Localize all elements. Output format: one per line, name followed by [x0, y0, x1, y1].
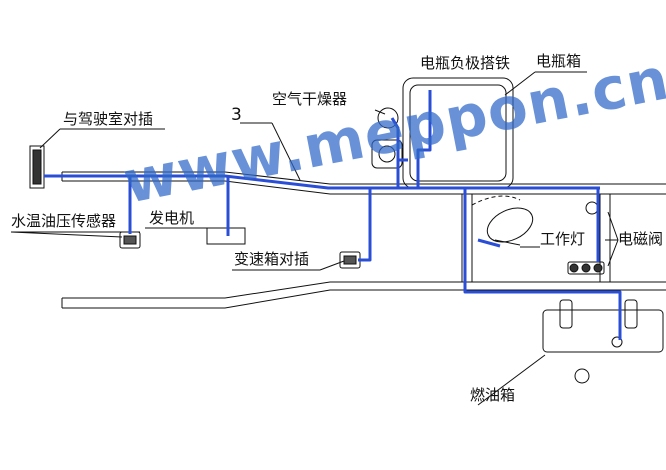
- generator-box: [206, 227, 246, 245]
- frame-rail-top: [62, 171, 666, 185]
- work-light-shape: [486, 207, 534, 243]
- label-cab-connector: 与驾驶室对插: [63, 110, 154, 128]
- label-battery-neg-ground: 电瓶负极搭铁: [420, 54, 511, 72]
- label-battery-box: 电瓶箱: [536, 52, 582, 70]
- cab-connector-shape: [29, 145, 45, 189]
- label-generator: 发电机: [149, 209, 195, 227]
- frame-rail-bottom-inner: [62, 289, 666, 309]
- label-gearbox-connector: 变速箱对插: [234, 250, 310, 268]
- fuel-tank-shape: [542, 309, 664, 353]
- label-water-temp-sensor: 水温油压传感器: [11, 212, 117, 230]
- label-ref-number: 3: [231, 105, 242, 125]
- label-work-light: 工作灯: [540, 230, 586, 248]
- label-air-dryer: 空气干燥器: [272, 90, 348, 108]
- label-solenoid-valve: 电磁阀: [618, 230, 664, 248]
- cross-member: [461, 194, 611, 282]
- air-dryer-shape: [377, 107, 399, 129]
- frame-rail-bottom: [62, 281, 666, 299]
- label-fuel-tank: 燃油箱: [470, 386, 516, 404]
- frame-rail-top-inner: [62, 180, 666, 195]
